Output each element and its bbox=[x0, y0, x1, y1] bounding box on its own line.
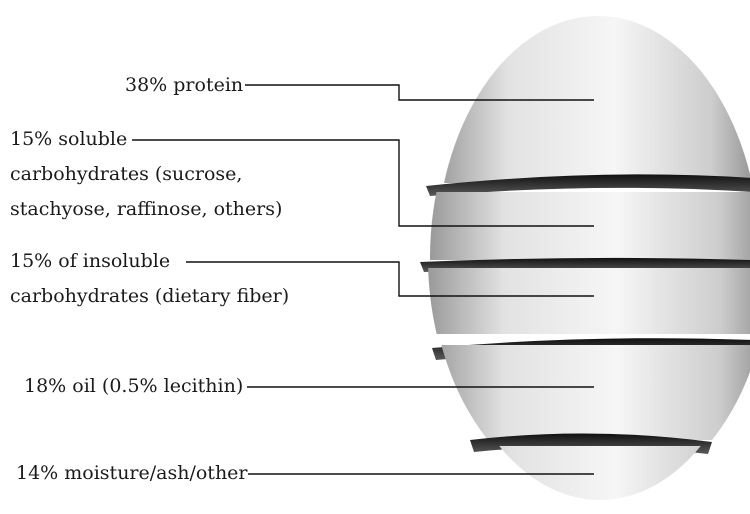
label-soluble-line-2: carbohydrates (sucrose, bbox=[10, 157, 282, 192]
label-insoluble-line-1: 15% of insoluble bbox=[10, 244, 289, 279]
label-moisture-line-1: 14% moisture/ash/other bbox=[16, 456, 248, 491]
label-soluble-line-1: 15% soluble bbox=[10, 122, 282, 157]
label-moisture-ash-other: 14% moisture/ash/other bbox=[16, 456, 248, 491]
label-soluble-line-3: stachyose, raffinose, others) bbox=[10, 192, 282, 227]
label-insoluble-line-2: carbohydrates (dietary fiber) bbox=[10, 279, 289, 314]
label-protein-line-1: 38% protein bbox=[125, 68, 243, 103]
label-insoluble-carbohydrates: 15% of insoluble carbohydrates (dietary … bbox=[10, 244, 289, 314]
label-oil: 18% oil (0.5% lecithin) bbox=[24, 369, 243, 404]
label-soluble-carbohydrates: 15% soluble carbohydrates (sucrose, stac… bbox=[10, 122, 282, 227]
label-oil-line-1: 18% oil (0.5% lecithin) bbox=[24, 369, 243, 404]
label-protein: 38% protein bbox=[125, 68, 243, 103]
